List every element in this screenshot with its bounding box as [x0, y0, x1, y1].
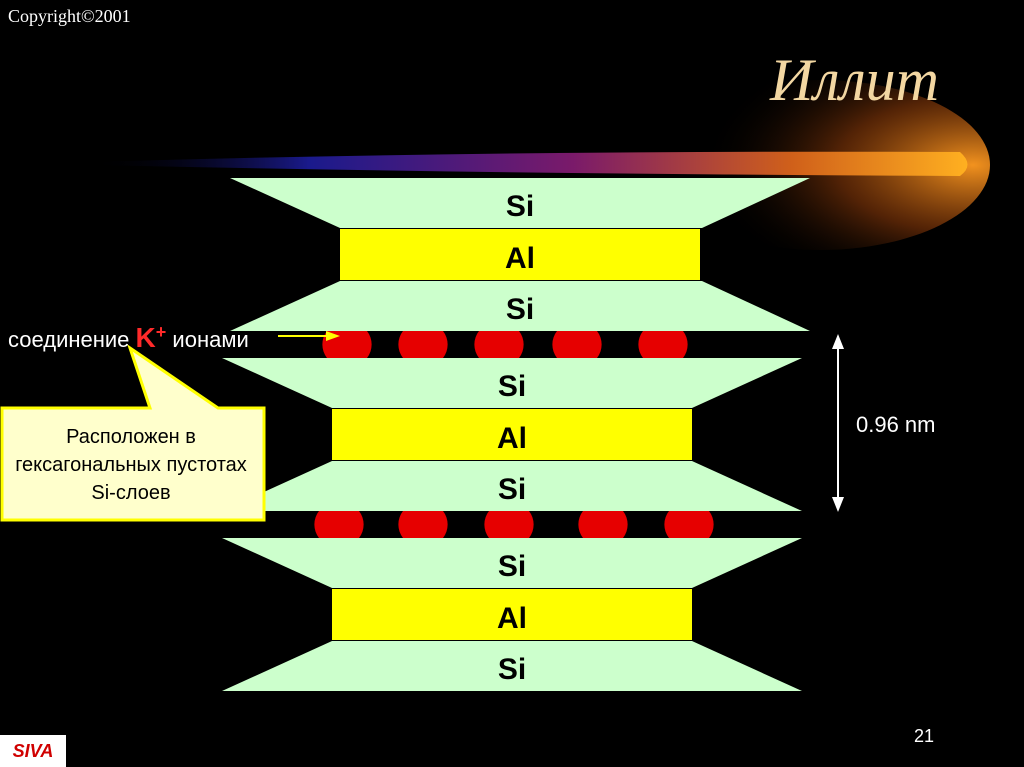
layer-label: Si [498, 550, 526, 583]
ion-charge: + [155, 322, 167, 342]
si-layer [222, 358, 802, 408]
potassium-ion [398, 511, 448, 538]
si-layer [222, 641, 802, 691]
pointer-arrow [278, 331, 340, 341]
slide-title: Иллит [770, 47, 939, 113]
layer-label: Si [498, 653, 526, 686]
potassium-ion-row-2 [314, 511, 714, 538]
brand-badge: SIVA [0, 735, 66, 767]
callout-text: Расположен в гексагональных пустотах Si-… [15, 426, 247, 504]
slide-number: 21 [914, 726, 935, 746]
potassium-ion [638, 331, 688, 358]
layer-label: Si [498, 370, 526, 403]
potassium-ion-symbol: K+ [135, 322, 167, 353]
potassium-ion [474, 331, 524, 358]
al-layer [340, 229, 700, 280]
potassium-ion [664, 511, 714, 538]
layer-stack-3 [222, 538, 802, 691]
potassium-ion [552, 331, 602, 358]
potassium-ion-row-1 [322, 331, 688, 358]
connection-label: соединение K+ ионами [8, 322, 249, 354]
layer-label: Al [505, 242, 535, 275]
potassium-ion [314, 511, 364, 538]
si-layer [222, 538, 802, 588]
si-layer [222, 461, 802, 511]
layer-stack-2 [222, 358, 802, 511]
si-layer [230, 281, 810, 331]
dimension-label: 0.96 nm [856, 412, 936, 437]
callout-bubble [0, 344, 266, 522]
potassium-ion [484, 511, 534, 538]
connection-label-suffix: ионами [172, 327, 249, 352]
connection-label-prefix: соединение [8, 327, 130, 352]
dimension-arrow [832, 334, 844, 512]
copyright-text: Copyright©2001 [8, 6, 131, 26]
layer-label: Si [506, 293, 534, 326]
potassium-ion [578, 511, 628, 538]
si-layer [230, 178, 810, 228]
layer-label: Al [497, 602, 527, 635]
potassium-ion [398, 331, 448, 358]
layer-label: Si [506, 190, 534, 223]
layer-stack-1 [230, 178, 810, 331]
layer-label: Al [497, 422, 527, 455]
al-layer [332, 589, 692, 640]
layer-label: Si [498, 473, 526, 506]
al-layer [332, 409, 692, 460]
